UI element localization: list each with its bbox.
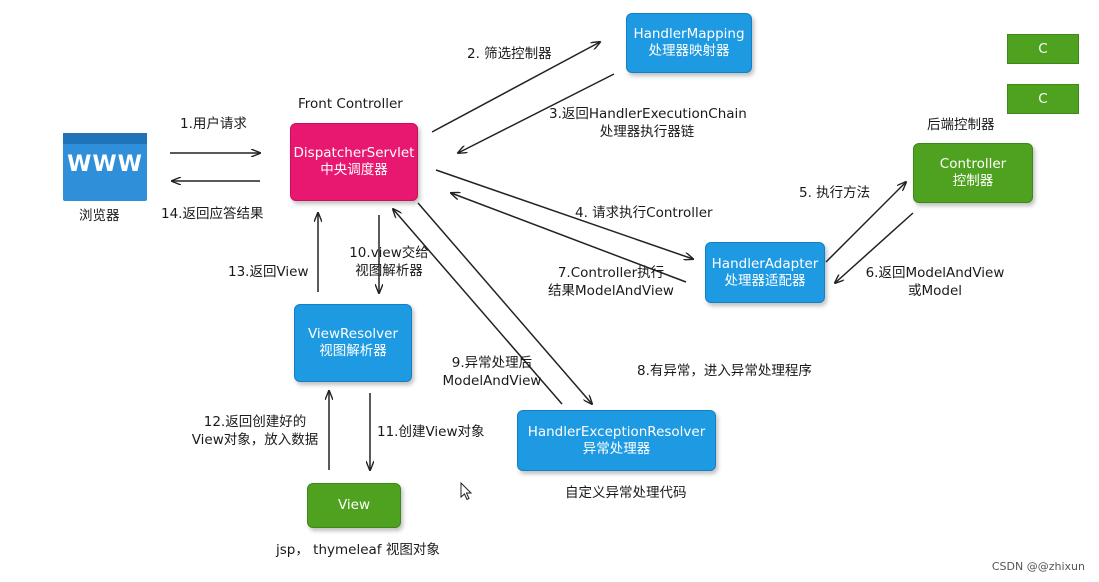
step-5-label: 5. 执行方法 xyxy=(799,185,871,201)
controller-c-box: C xyxy=(1007,34,1079,64)
front-controller-caption: Front Controller xyxy=(298,96,403,112)
dispatcher-line2: 中央调度器 xyxy=(320,162,388,178)
view-caption: jsp， thymeleaf 视图对象 xyxy=(276,542,440,558)
view-resolver-line2: 视图解析器 xyxy=(319,343,387,359)
exception-resolver-line2: 异常处理器 xyxy=(582,440,651,457)
controller-c-box: C xyxy=(1007,84,1079,114)
arrow-8-exception xyxy=(417,202,592,404)
exception-resolver-line1: HandlerExceptionResolver xyxy=(527,423,706,440)
view-resolver-node: ViewResolver 视图解析器 xyxy=(294,304,412,382)
step-10-label: 10.view交给 视图解析器 xyxy=(349,245,429,279)
arrow-9-exception-mav xyxy=(393,209,563,405)
controller-line2: 控制器 xyxy=(952,173,994,189)
step-12-label: 12.返回创建好的 View对象，放入数据 xyxy=(191,414,319,448)
mouse-cursor-icon xyxy=(460,481,473,501)
handler-adapter-line2: 处理器适配器 xyxy=(724,272,806,289)
arrow-3-return-chain xyxy=(458,73,615,153)
dispatcher-servlet-node: DispatcherServlet 中央调度器 xyxy=(290,123,418,201)
handler-mapping-node: HandlerMapping 处理器映射器 xyxy=(626,13,752,73)
handler-adapter-node: HandlerAdapter 处理器适配器 xyxy=(705,242,825,303)
handler-adapter-line1: HandlerAdapter xyxy=(711,255,819,272)
step-1-label: 1.用户请求 xyxy=(180,116,247,132)
step-7-label: 7.Controller执行 结果ModelAndView xyxy=(548,265,674,299)
step-13-label: 13.返回View xyxy=(228,264,309,280)
handler-mapping-line1: HandlerMapping xyxy=(633,26,745,42)
step-11-label: 11.创建View对象 xyxy=(377,424,485,440)
browser-label: 浏览器 xyxy=(79,208,120,224)
view-node: View xyxy=(307,483,401,528)
arrow-4-execute-controller xyxy=(435,169,693,259)
arrow-5-execute-method xyxy=(825,182,906,263)
controller-node: Controller 控制器 xyxy=(913,143,1033,203)
exception-resolver-node: HandlerExceptionResolver 异常处理器 xyxy=(517,410,716,471)
step-9-label: 9.异常处理后 ModelAndView xyxy=(442,355,542,389)
dispatcher-line1: DispatcherServlet xyxy=(293,145,415,161)
watermark: CSDN @@zhixun xyxy=(991,560,1085,573)
step-6-label: 6.返回ModelAndView 或Model xyxy=(865,265,1005,299)
step-4-label: 4. 请求执行Controller xyxy=(575,205,713,221)
step-3-label: 3.返回HandlerExecutionChain 处理器执行器链 xyxy=(549,106,747,140)
view-resolver-line1: ViewResolver xyxy=(307,326,398,342)
step-2-label: 2. 筛选控制器 xyxy=(467,46,552,62)
controller-line1: Controller xyxy=(939,156,1007,172)
step-14-label: 14.返回应答结果 xyxy=(161,206,264,222)
step-8-label: 8.有异常，进入异常处理程序 xyxy=(637,363,812,379)
controller-caption: 后端控制器 xyxy=(927,117,995,133)
handler-mapping-line2: 处理器映射器 xyxy=(648,43,730,59)
browser-icon: WWW xyxy=(63,133,147,201)
exception-resolver-caption: 自定义异常处理代码 xyxy=(565,485,687,501)
view-label: View xyxy=(337,497,371,513)
arrow-7-return-mav xyxy=(451,193,687,283)
arrow-6-return-mav xyxy=(835,212,914,283)
arrow-2-find-controller xyxy=(431,42,600,133)
